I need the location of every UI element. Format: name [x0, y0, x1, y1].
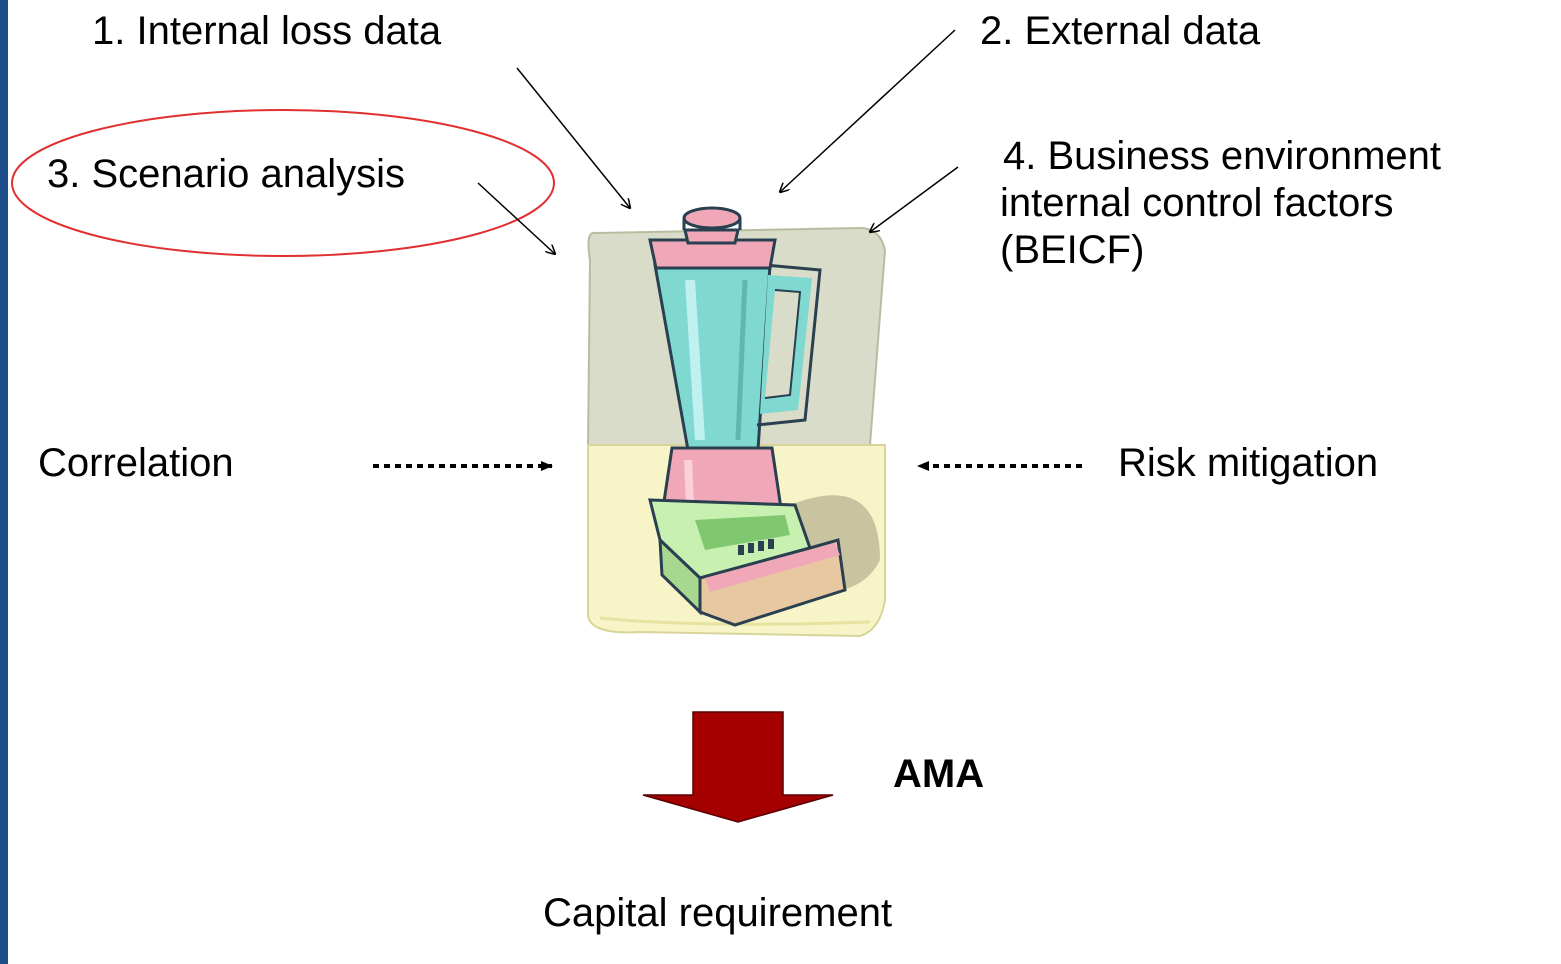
- label-scenario-analysis: 3. Scenario analysis: [47, 152, 405, 196]
- label-risk-mitigation: Risk mitigation: [1118, 441, 1379, 485]
- label-beicf: 4. Business environment internal control…: [1000, 133, 1442, 274]
- highlight-ellipse: [11, 109, 555, 257]
- arrow-external: [780, 29, 956, 192]
- label-beicf-line-1: 4. Business environment: [1003, 134, 1442, 178]
- left-accent-bar: [0, 0, 8, 964]
- arrow-beicf: [870, 166, 959, 232]
- label-ama: AMA: [893, 752, 985, 796]
- label-internal-loss-data: 1. Internal loss data: [92, 9, 442, 53]
- label-correlation: Correlation: [38, 441, 234, 485]
- label-external-data: 2. External data: [980, 9, 1261, 53]
- down-arrow-icon: [642, 711, 834, 823]
- label-beicf-line-3: (BEICF): [1000, 228, 1145, 272]
- blender-icon: [586, 206, 887, 638]
- arrow-internal-loss: [516, 67, 630, 208]
- arrow-scenario: [477, 182, 555, 254]
- label-beicf-line-2: internal control factors: [1000, 181, 1394, 225]
- label-capital-requirement: Capital requirement: [543, 891, 893, 935]
